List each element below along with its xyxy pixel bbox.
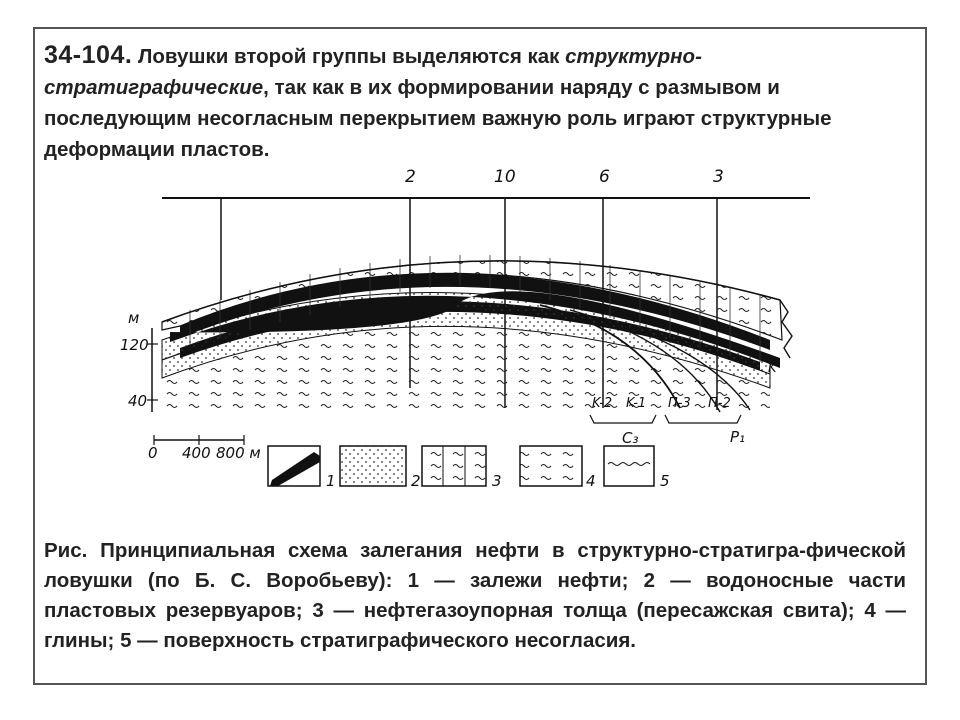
oil-pool-upper: [170, 291, 780, 368]
legend-swatch-seal: [421, 445, 487, 487]
legend-number: 2: [411, 472, 421, 490]
seal-rock-top: [161, 260, 781, 323]
horizontal-scale-label: 800 м: [216, 444, 261, 462]
legend: 1 2 3 4 5: [267, 445, 670, 490]
clay-basement: [162, 326, 770, 415]
seal-rock-bricks: [189, 255, 761, 362]
oil-pool-crest: [180, 273, 770, 350]
bed-boundary: [599, 317, 751, 411]
bed-boundary: [569, 309, 721, 413]
unit-label-k2: K-2: [592, 396, 612, 411]
legend-swatch-sand: [339, 445, 407, 487]
age-label-p1: P₁: [730, 428, 745, 446]
heading-italic-term: структурно-стратиграфические: [44, 45, 702, 99]
bracket-p1: [664, 414, 742, 424]
legend-unconformity-line: [607, 462, 651, 466]
well-label: 6: [599, 167, 610, 187]
unit-label-p3: П-3: [668, 396, 691, 411]
legend-swatch-clay: [519, 445, 583, 487]
legend-oil-stripe: [270, 452, 320, 486]
unconformity-surface: [539, 304, 681, 409]
unit-label-p2: П-2: [708, 396, 731, 411]
well-label: 2: [405, 167, 416, 187]
well-label: 3: [713, 167, 724, 187]
legend-number: 5: [660, 472, 670, 490]
vertical-scale-label: 40: [128, 392, 147, 410]
age-label-c3: C₃: [622, 429, 639, 447]
horizontal-scale-label: 0: [148, 444, 158, 462]
heading-text-2: , так как в их формировании наряду с раз…: [44, 76, 832, 161]
eroded-right-edge: [779, 299, 793, 359]
geologic-cross-section: 2 10 6 3 K K-2 K-1 П-3 П-2 C₃ P₁ м: [120, 167, 810, 490]
vertical-scale-unit: м: [128, 309, 139, 327]
horizontal-scale-label: 400: [182, 444, 211, 462]
legend-number: 4: [586, 472, 596, 490]
unit-label-k1: K-1: [626, 396, 646, 411]
well-label: 10: [494, 167, 516, 187]
slide-heading: 34-104. Ловушки второй группы выделяются…: [44, 40, 914, 165]
figure-caption: Рис. Принципиальная схема залегания нефт…: [44, 539, 906, 652]
vertical-scale-label: 120: [120, 336, 149, 354]
unit-label-k: K: [768, 361, 778, 376]
heading-text-1: Ловушки второй группы выделяются как: [132, 45, 566, 68]
legend-number: 1: [326, 472, 336, 490]
heading-number: 34-104.: [44, 41, 133, 69]
legend-number: 3: [492, 472, 502, 490]
bracket-c3: [589, 414, 657, 424]
